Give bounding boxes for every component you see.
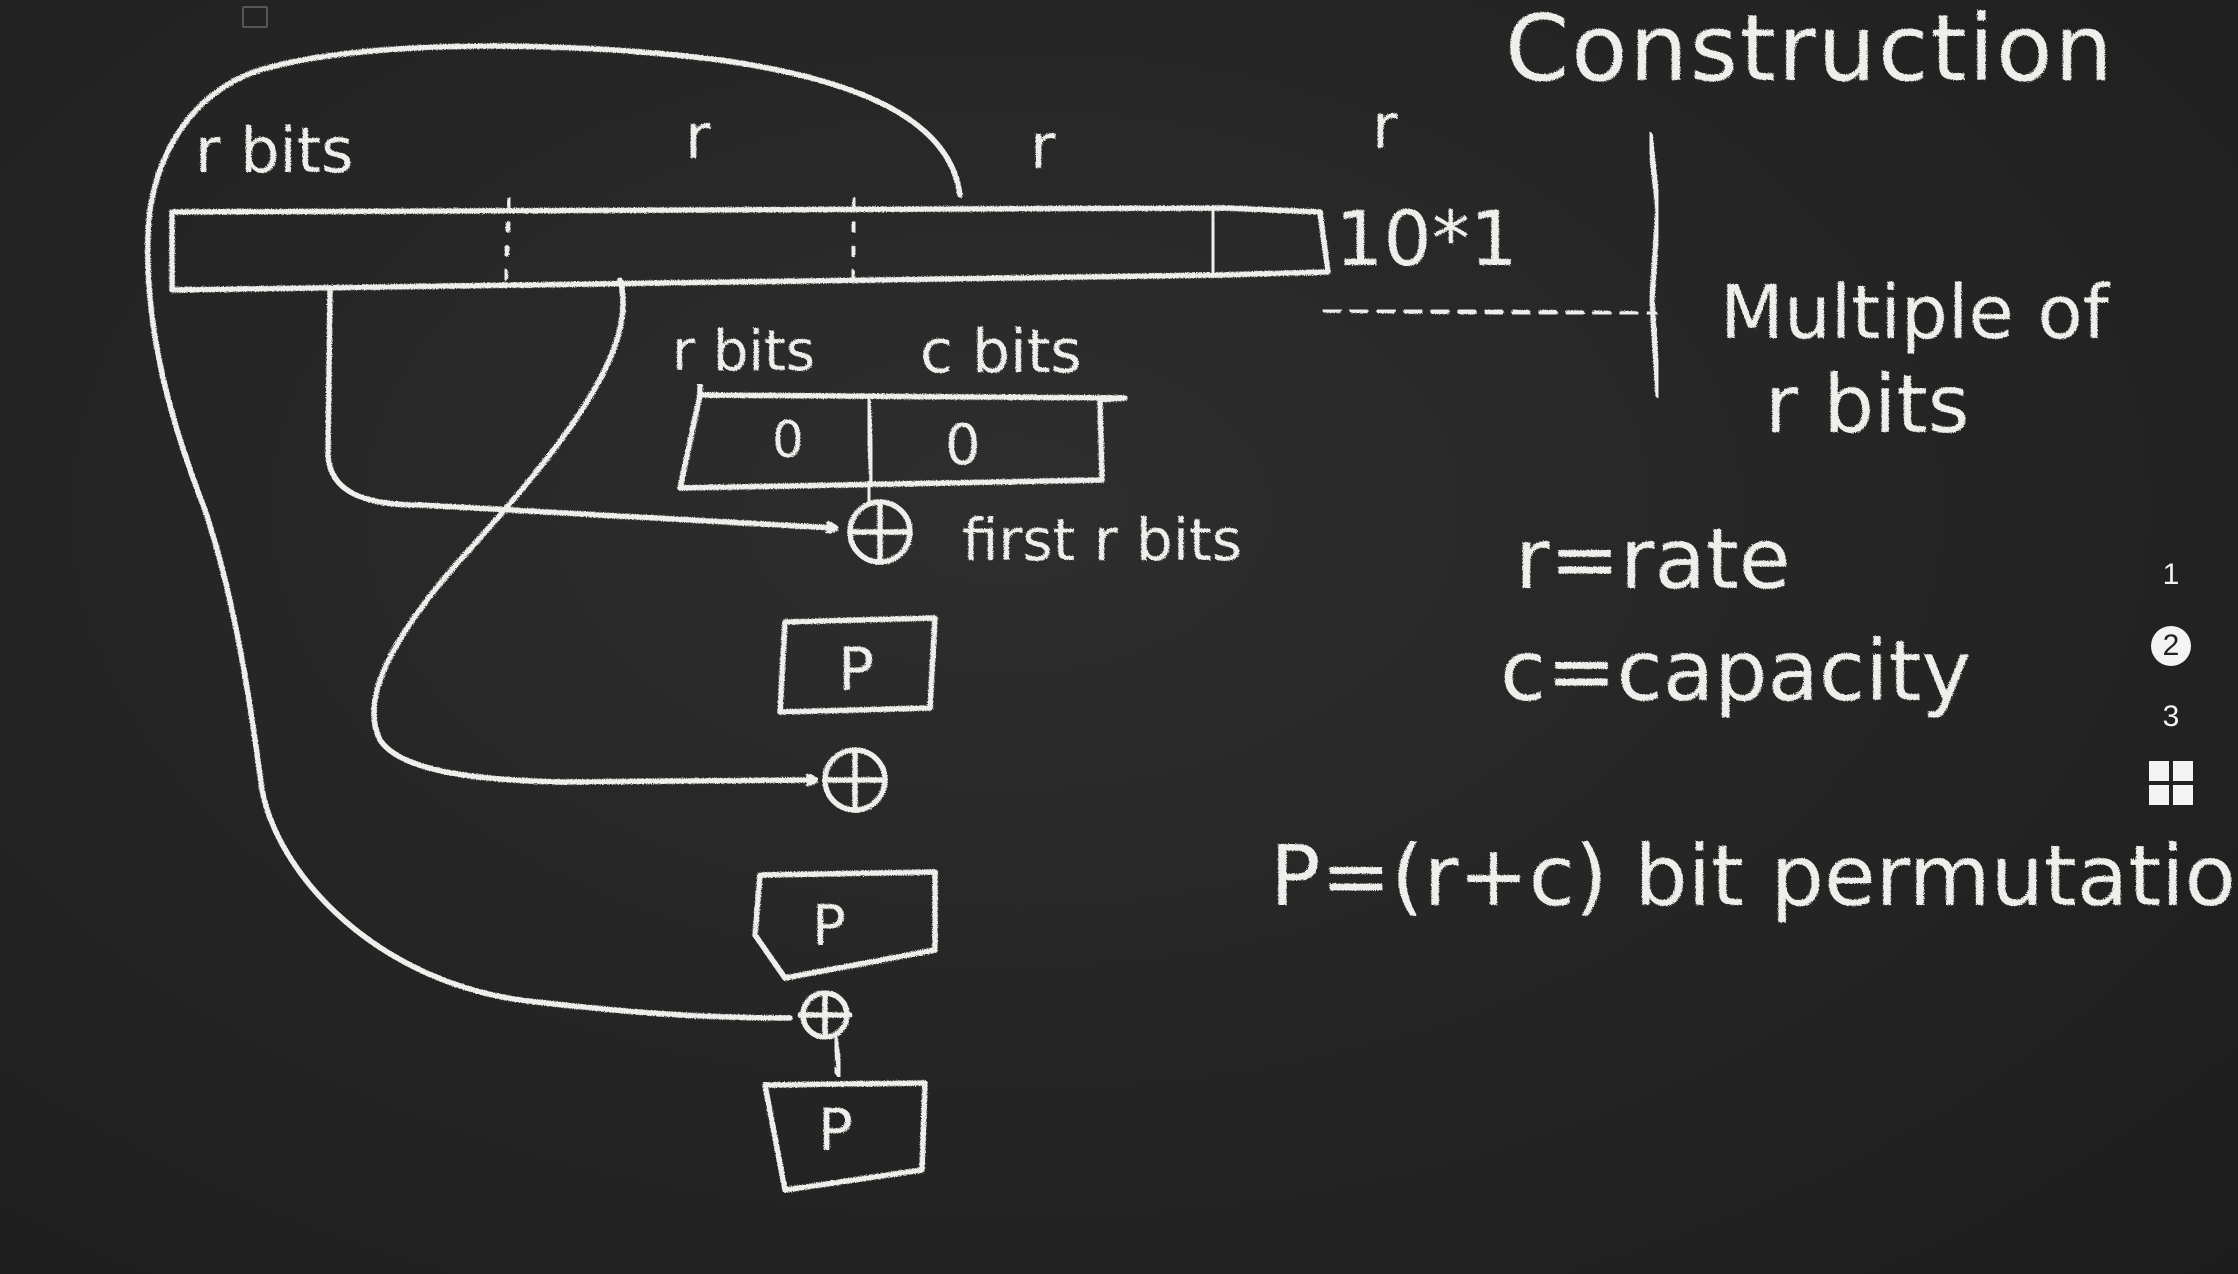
- rate-initial-value: 0: [772, 411, 804, 469]
- rate-bits-label: r bits: [672, 319, 815, 384]
- xor-note: first r bits: [962, 506, 1242, 574]
- permutation-definition: P=(r+c) bit permutation: [1270, 827, 2238, 925]
- message-bar: [169, 205, 1331, 293]
- permutation-box-2: [752, 869, 938, 981]
- permutation-box-3: [762, 1080, 928, 1193]
- padding-note-line-1: Multiple of: [1720, 270, 2111, 356]
- capacity-bits-label: c bits: [920, 317, 1082, 387]
- xor3-to-p3: [832, 1034, 840, 1075]
- padding-note-line-2: r bits: [1765, 358, 1969, 451]
- permutation-label-3: P: [818, 1096, 853, 1164]
- padding-bottom-line: [1322, 307, 1658, 317]
- page-1-button[interactable]: 1: [2162, 558, 2180, 591]
- rate-definition: r=rate: [1515, 510, 1791, 608]
- block1-to-xor1: [325, 287, 835, 528]
- xor-1-cross: [847, 499, 913, 565]
- padding-bits: 10*1: [1335, 194, 1518, 283]
- permutation-label-2: P: [812, 894, 846, 959]
- capacity-initial-value: 0: [945, 413, 981, 478]
- xor-2-cross: [822, 747, 888, 813]
- capacity-definition: c=capacity: [1500, 622, 1971, 720]
- state-box: [677, 392, 1128, 491]
- state-box-top-extension: [697, 382, 1128, 401]
- grid-view-icon[interactable]: [2149, 761, 2193, 805]
- second-block-label: r: [685, 100, 711, 173]
- state-to-xor1: [865, 479, 873, 505]
- permutation-label-1: P: [838, 635, 874, 705]
- block-divider-3: [1209, 207, 1217, 277]
- third-block-label: r: [1030, 110, 1056, 183]
- slide-pager: 1 2 3: [2136, 540, 2206, 830]
- block2-to-xor2: [371, 277, 815, 782]
- page-2-button[interactable]: 2: [2151, 626, 2191, 666]
- state-divider: [865, 395, 875, 485]
- first-block-lasso: [145, 43, 963, 1021]
- first-block-label: r bits: [195, 114, 353, 187]
- padding-block-label: r: [1372, 90, 1398, 163]
- xor-3-cross: [797, 990, 853, 1040]
- board-title: Construction: [1505, 0, 2115, 102]
- padding-bracket: [1647, 132, 1661, 398]
- permutation-box-1: [777, 615, 938, 715]
- corner-mark: [242, 6, 268, 28]
- page-3-button[interactable]: 3: [2162, 700, 2180, 733]
